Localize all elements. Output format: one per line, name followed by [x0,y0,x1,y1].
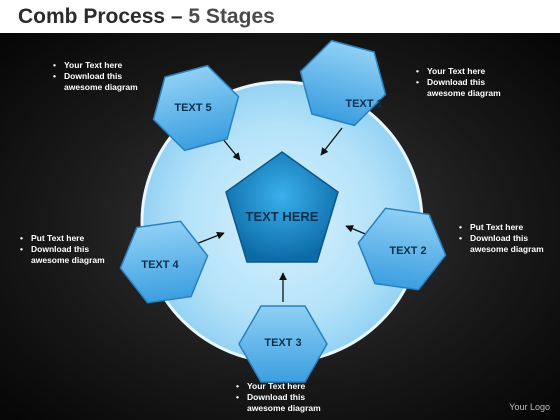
note-line: Download this [236,392,321,403]
center-pentagon: TEXT HERE [225,151,339,263]
arrows [195,127,376,302]
title-sub: 5 Stages [188,5,275,28]
note-right: Put Text here Download this awesome diag… [458,222,544,255]
note-top-left: Your Text here Download this awesome dia… [52,60,138,93]
hexagon-stage-1: TEXT 1 [299,39,387,127]
hexagon-stage-5: TEXT 5 [152,64,240,152]
note-line: Your Text here [416,66,501,77]
note-left: Put Text here Download this awesome diag… [19,233,105,266]
note-line: awesome diagram [427,88,501,98]
stage-4-label: TEXT 4 [141,259,179,271]
note-line: awesome diagram [64,82,138,92]
note-line: Your Text here [236,381,321,392]
stage-5-label: TEXT 5 [174,102,211,114]
center-label: TEXT HERE [246,209,319,224]
note-line: Put Text here [459,222,544,233]
note-line: Download this [416,77,501,88]
title-main: Comb Process – [18,5,183,28]
note-line: awesome diagram [470,244,544,254]
arrow-stage-5 [221,137,241,161]
stage-1-label: TEXT 1 [345,98,382,110]
stage-2-label: TEXT 2 [389,245,426,257]
note-line: awesome diagram [31,255,105,265]
page-title: Comb Process – 5 Stages [18,5,275,29]
stage-3-label: TEXT 3 [264,337,301,349]
arrow-stage-1 [320,127,343,156]
note-top-right: Your Text here Download this awesome dia… [415,66,501,99]
note-line: Your Text here [53,60,138,71]
logo-placeholder: Your Logo [509,402,550,412]
note-line: Download this [459,233,544,244]
note-bottom: Your Text here Download this awesome dia… [235,381,321,414]
hexagon-stage-4: TEXT 4 [119,220,209,304]
arrow-stage-4 [195,231,225,245]
title-bar: Comb Process – 5 Stages [0,0,560,33]
note-line: Put Text here [20,233,105,244]
note-line: awesome diagram [247,403,321,413]
note-line: Download this [53,71,138,82]
note-line: Download this [20,244,105,255]
hexagon-stage-2: TEXT 2 [357,207,447,291]
